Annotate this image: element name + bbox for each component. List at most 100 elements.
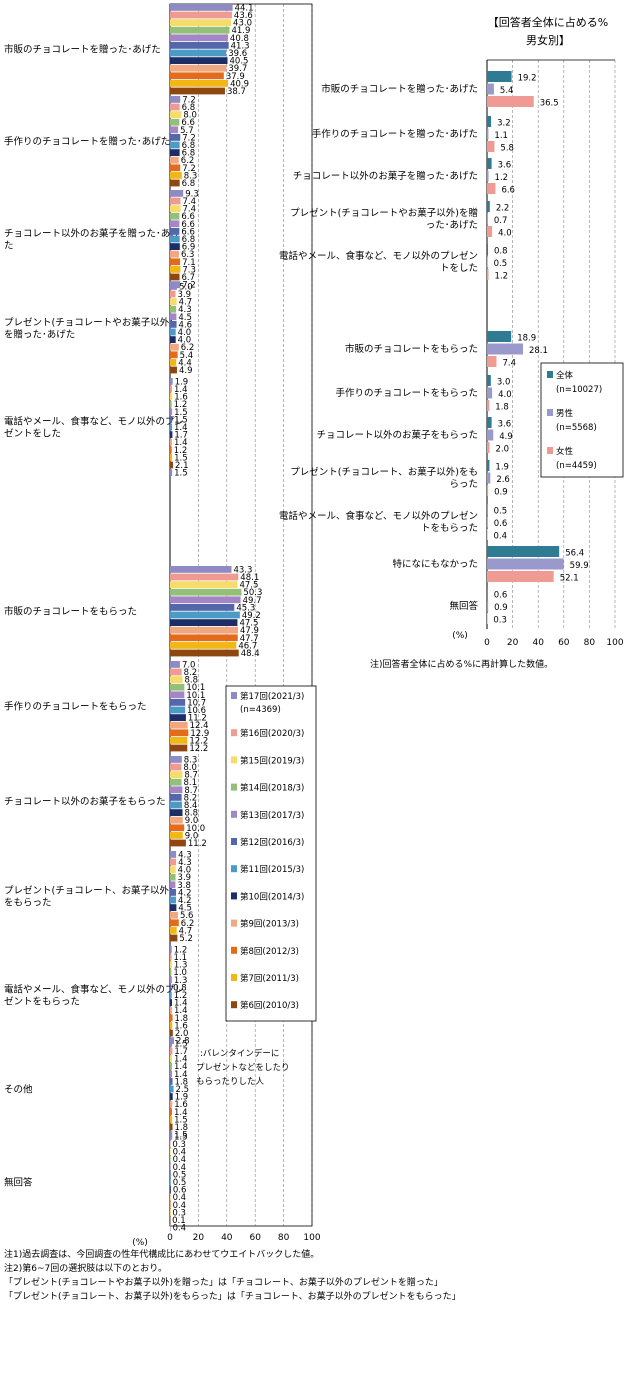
left-bar [170,1178,171,1186]
left-bar [170,305,177,313]
left-legend-swatch [231,1001,237,1009]
left-data-label: 7.0 [182,660,196,670]
left-bar [170,809,183,816]
left-data-label: 1.4 [174,1062,188,1072]
left-data-label: 0.4 [173,1155,187,1165]
left-legend-n-note: (n=4369) [240,705,281,715]
left-bar [170,1047,173,1055]
left-bar [170,290,176,298]
left-bar [170,1070,172,1078]
left-data-label: 1.4 [174,438,188,448]
right-legend-swatch [547,409,553,416]
left-legend-swatch [231,974,237,981]
left-bar [170,573,239,581]
left-data-label: 8.3 [184,171,198,181]
left-bar [170,118,180,126]
right-bar [487,83,494,95]
left-data-label: 43.3 [233,565,252,575]
left-bar [170,1093,173,1100]
left-data-label: 1.2 [174,991,188,1001]
left-data-label: 1.4 [174,1006,188,1016]
left-data-label: 46.7 [238,641,257,651]
left-bar [170,683,185,691]
left-data-label: 0.8 [173,983,187,993]
left-bar [170,134,181,141]
left-bar [170,649,239,657]
left-data-label: 1.8 [175,1014,189,1024]
left-bar [170,1148,171,1155]
left-data-label: 1.7 [174,431,188,441]
left-data-label: 10.0 [186,824,205,834]
left-legend-box [225,685,317,1022]
right-data-label: 1.2 [495,173,509,183]
left-category-label: チョコレート以外のお菓子をもらった [4,796,166,808]
left-bar [170,4,233,11]
left-category-label: 電話やメール、食事など、モノ以外のプレ [4,415,184,427]
left-data-label: 6.6 [181,212,195,222]
left-data-label: 1.4 [174,423,188,433]
left-bar [170,851,177,858]
right-bar [487,529,488,540]
left-bar [170,49,227,57]
left-legend-label: 第13回(2017/3) [240,810,304,821]
right-data-label: 5.8 [500,144,514,154]
left-data-label: 0.5 [173,1178,187,1188]
left-data-label: 4.3 [178,858,192,868]
left-data-label: 1.5 [174,1039,188,1049]
left-data-label: 10.1 [186,691,205,701]
right-bar [487,256,488,268]
right-bar [487,400,490,411]
left-data-label: 1.5 [174,1131,188,1141]
left-data-label: 41.3 [231,41,250,51]
left-bar [170,1209,171,1216]
right-bar [487,504,488,515]
annotation-text: :バレンタインデーに [200,1048,279,1059]
right-bar [487,600,489,612]
left-data-label: 8.0 [183,763,197,773]
left-legend-swatch [231,783,237,791]
left-x-tick-label: 100 [303,1233,320,1243]
left-bar [170,626,239,634]
footnote: 「プレゼント(チョコレート、お菓子以外)をもらった」は「チョコレート、お菓子以外… [4,1290,461,1302]
left-data-label: 2.8 [176,1037,190,1047]
left-data-label: 8.7 [184,771,198,781]
left-bar [170,721,188,729]
left-bar [170,873,176,881]
left-bar [170,96,181,103]
right-data-label: 52.1 [560,574,579,584]
right-data-label: 4.0 [498,229,512,239]
left-bar [170,111,182,118]
left-bar [170,321,177,328]
left-data-label: 6.7 [182,273,196,283]
left-data-label: 10.7 [187,698,206,708]
right-data-label: 0.4 [494,532,508,542]
left-data-label: 43.0 [233,19,252,29]
left-legend-label: 第12回(2016/3) [240,837,304,848]
right-bar [487,417,492,428]
right-bar [487,558,564,570]
right-x-tick-label: 0 [484,638,490,648]
right-category-label: チョコレート以外のお菓子を贈った･あげた [293,170,478,182]
left-bar [170,744,188,752]
footnote: 注2)第6~7回の選択肢は以下のとおり。 [4,1262,167,1274]
left-bar [170,611,240,619]
left-bar [170,999,172,1006]
left-legend-label: 第10回(2014/3) [240,891,304,902]
left-category-label: 市販のチョコレートを贈った･あげた [4,44,161,56]
right-bar [487,201,490,212]
left-bar [170,1171,171,1178]
left-data-label: 6.3 [181,250,195,260]
left-category-label: その他 [4,1083,33,1095]
left-data-label: 6.2 [181,156,195,166]
left-bar [170,566,232,573]
left-bar [170,220,180,228]
left-bar [170,156,179,164]
left-data-label: 1.8 [175,1123,189,1133]
right-data-label: 0.5 [494,259,508,269]
right-data-label: 3.2 [497,119,511,129]
left-bar [170,408,173,416]
left-bar [170,1078,173,1085]
left-bar [170,1062,172,1070]
left-data-label: 4.0 [178,866,192,876]
right-data-label: 3.0 [497,378,511,388]
